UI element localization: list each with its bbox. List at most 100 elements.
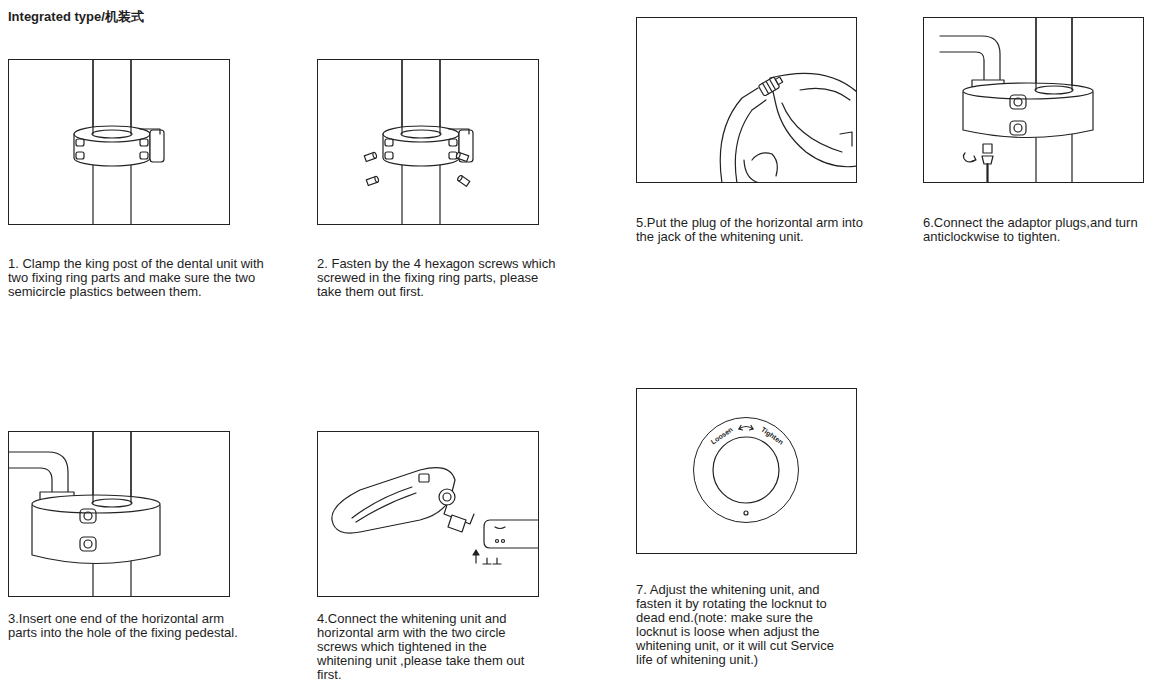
whitening-head-figure-part (439, 489, 455, 505)
hex-screw (456, 152, 469, 162)
adaptor-figure-part (982, 156, 993, 164)
adaptor-figure-part (1014, 98, 1022, 106)
ring-screws-figure-part (439, 60, 440, 134)
fixing-ring-part (74, 126, 150, 142)
fixing-ring (74, 126, 164, 166)
whitening-head-figure-part (419, 474, 429, 482)
adaptor-figure-part (963, 153, 975, 162)
arm-insert-figure-part (92, 432, 93, 503)
fixing-ring-part (92, 130, 132, 138)
adaptor-figure-part (963, 83, 1093, 99)
fixing-ring-part (385, 139, 393, 146)
locknut-ring: Loosen Tighten (693, 417, 799, 523)
arm-insert-figure-part (80, 537, 96, 551)
arm-insert-figure (9, 432, 160, 596)
locknut-figure-part (750, 426, 754, 431)
whitening-head-figure-part (443, 493, 451, 501)
hex-screw-part (456, 152, 461, 159)
whitening-head-figure-part (352, 487, 412, 518)
step-panel: 7. Adjust the whitening unit, and fasten… (636, 388, 857, 554)
adaptor-figure-part (1014, 124, 1022, 132)
arm-insert-figure-part (92, 499, 132, 507)
locknut-figure-part (744, 511, 748, 515)
clamp-ring-figure (74, 60, 164, 224)
fixing-ring-part (449, 129, 469, 134)
hex-screw (364, 152, 377, 162)
hex-screw-part (374, 176, 379, 183)
whitening-head-figure-part (448, 515, 466, 532)
direction-label: Tighten (759, 426, 784, 447)
step-caption: 4.Connect the whitening unit and horizon… (317, 612, 532, 682)
fixing-ring-part (76, 152, 84, 159)
step-panel: 6.Connect the adaptor plugs,and turn ant… (923, 17, 1144, 183)
plug-jack-figure-part (770, 73, 856, 166)
step-panel: 4.Connect the whitening unit and horizon… (317, 431, 539, 597)
arm-insert-figure-part (32, 505, 160, 564)
fixing-ring-part (385, 152, 393, 159)
whitening-head-figure-part (484, 520, 538, 548)
adaptor-figure-part (1010, 95, 1026, 109)
fixing-ring (383, 126, 473, 166)
whitening-head-figure-part (483, 558, 501, 564)
arm-insert-figure-part (9, 452, 68, 498)
plug (758, 74, 784, 96)
diagram-title: Integrated type/机装式 (8, 9, 144, 25)
hex-screw (457, 175, 470, 187)
step-panel: 2. Fasten by the 4 hexagon screws which … (317, 59, 539, 225)
step-panel: 1. Clamp the king post of the dental uni… (8, 59, 230, 225)
whitening-head-figure-part (332, 468, 455, 534)
fixing-ring-part (150, 130, 164, 162)
plug-jack-figure-part (840, 132, 852, 146)
arm-insert-figure-part (80, 509, 96, 523)
fixing-ring-part (449, 139, 457, 146)
plug-jack-figure (720, 73, 856, 182)
adaptor-figure-part (1035, 18, 1036, 90)
whitening-head-figure-part (495, 527, 505, 529)
adaptor-figure-part (1010, 121, 1026, 135)
plug-part (770, 79, 776, 89)
plug-jack-figure-part (744, 160, 760, 182)
whitening-head-figure-part (496, 540, 499, 543)
adaptor-figure-part (972, 156, 976, 161)
step-panel: 3.Insert one end of the horizontal arm p… (8, 431, 230, 597)
plug-part (775, 77, 782, 85)
adaptor-figure-part (1071, 18, 1072, 90)
locknut-figure-part (713, 437, 779, 503)
arm-insert-figure-part (84, 540, 92, 548)
step-panel: 5.Put the plug of the horizontal arm int… (636, 17, 857, 183)
plug-jack-figure-part (735, 100, 766, 182)
arm-insert-figure-part (130, 432, 131, 503)
hex-screw-part (372, 152, 377, 159)
fixing-ring-part (140, 129, 160, 134)
step-caption: 6.Connect the adaptor plugs,and turn ant… (923, 216, 1163, 244)
fixing-ring-part (383, 126, 459, 142)
step-caption: 1. Clamp the king post of the dental uni… (8, 257, 273, 299)
fixing-ring-part (449, 152, 457, 159)
adaptor-figure-part (986, 164, 988, 182)
plug-jack-figure-part (782, 103, 842, 152)
fixing-ring-part (76, 139, 84, 146)
adaptor-figure-part (983, 144, 992, 153)
whitening-head-figure-part (473, 550, 479, 555)
step-caption: 2. Fasten by the 4 hexagon screws which … (317, 257, 559, 299)
fixing-ring-part (401, 130, 441, 138)
step-caption: 7. Adjust the whitening unit, and fasten… (636, 583, 848, 667)
whitening-head-figure (332, 468, 538, 564)
direction-label: Loosen (710, 426, 735, 447)
adaptor-figure (940, 18, 1093, 182)
whitening-head-figure-part (502, 540, 505, 543)
step-caption: 3.Insert one end of the horizontal arm p… (8, 612, 243, 640)
plug-jack-figure-part (800, 88, 850, 100)
hex-screw-part (457, 175, 463, 182)
whitening-head-figure-part (356, 493, 416, 522)
fixing-ring-part (140, 139, 148, 146)
locknut-figure-part (739, 426, 743, 431)
ring-screws-figure (364, 60, 473, 224)
ring-screws-figure-part (401, 60, 402, 134)
adaptor-figure-part (1035, 86, 1073, 94)
arm-insert-figure-part (32, 495, 160, 513)
plug-jack-figure-part (752, 153, 777, 176)
